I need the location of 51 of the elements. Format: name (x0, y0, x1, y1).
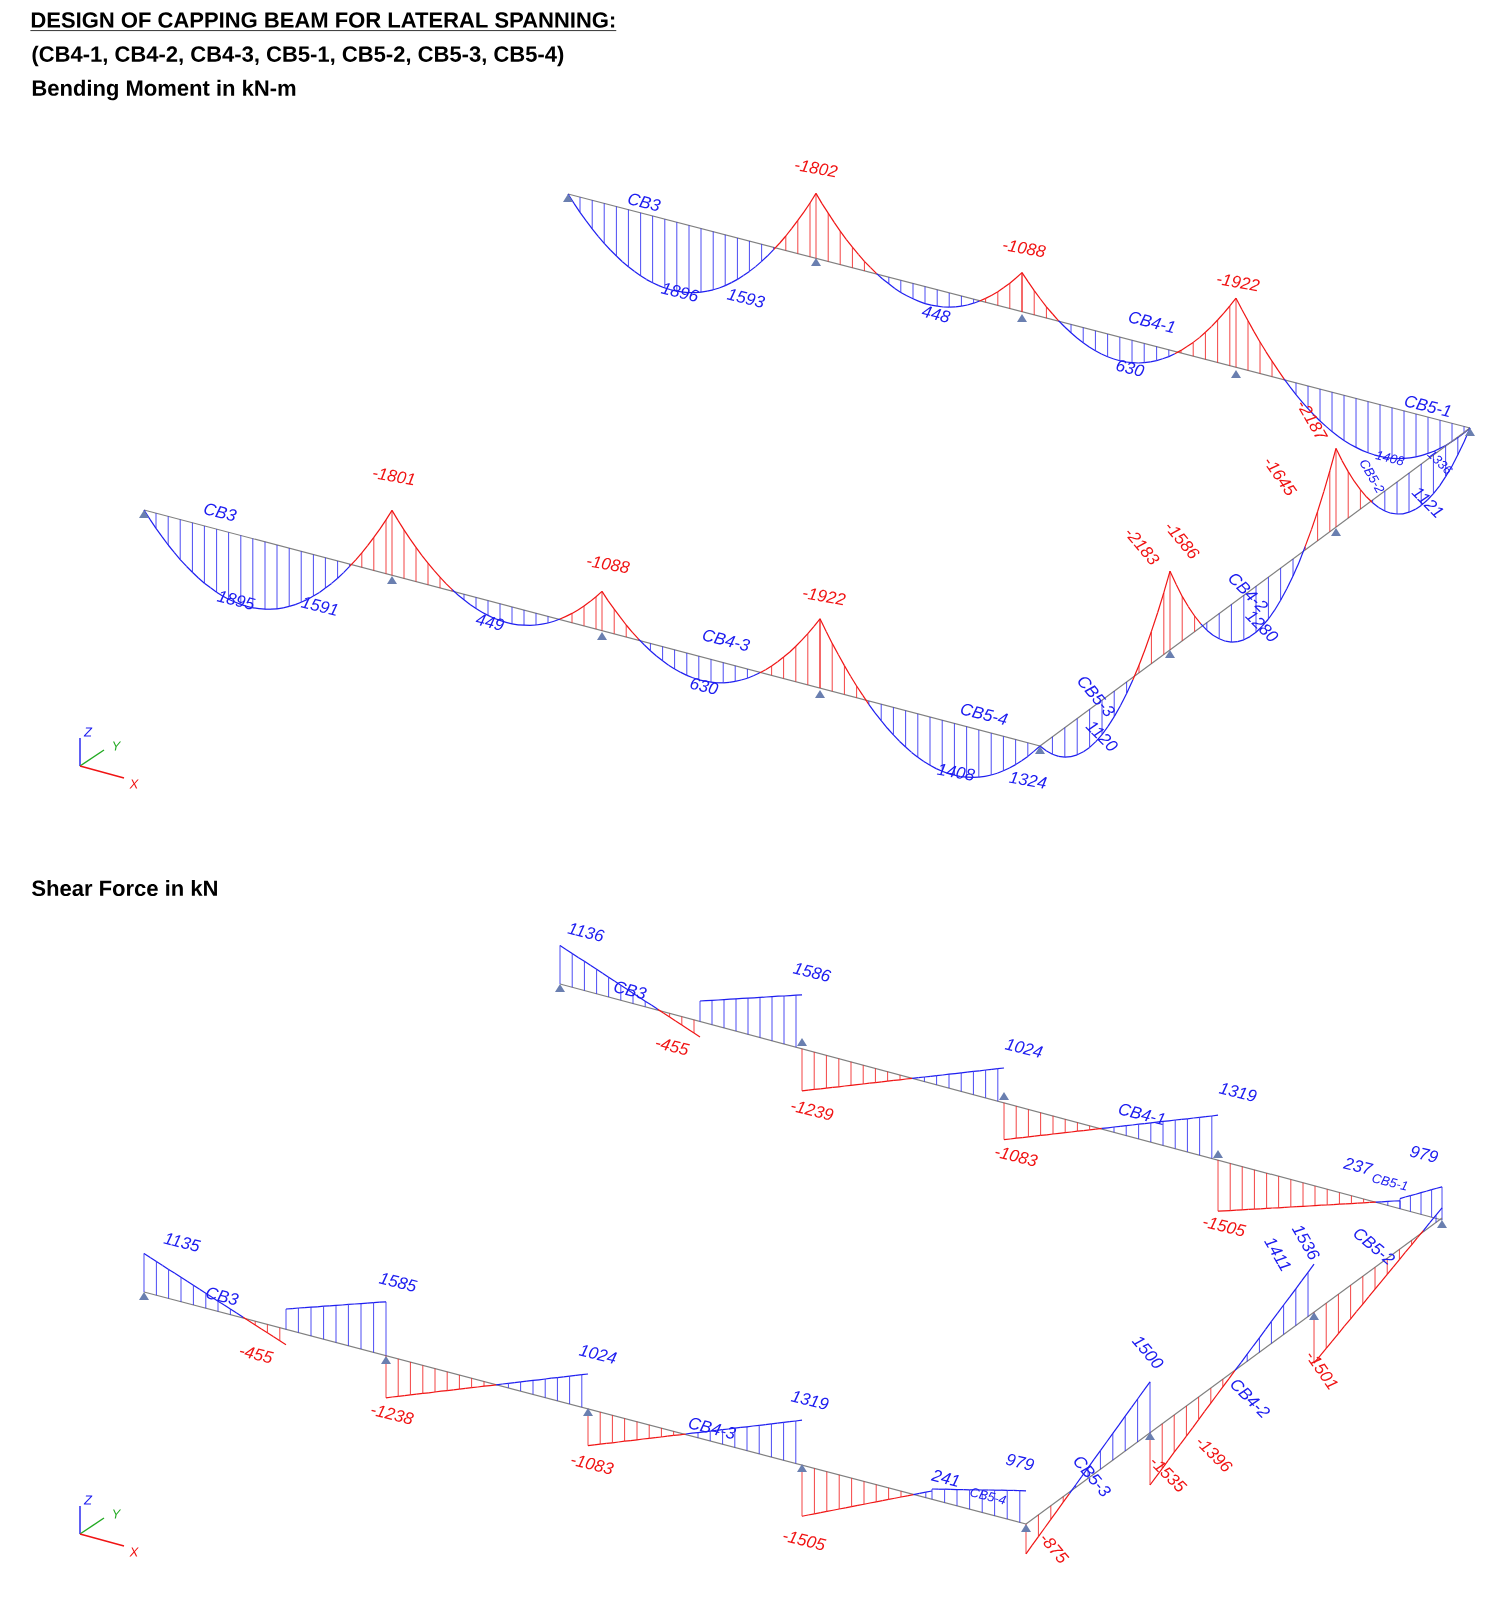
value-label: -455 (239, 1347, 274, 1363)
value-label: -875 (1042, 1536, 1070, 1563)
value-label: 1896 (660, 283, 700, 302)
value-label: 630 (1116, 360, 1145, 377)
value-label: -1088 (587, 556, 630, 573)
value-label: -455 (655, 1039, 690, 1055)
member-label: CB4-1 (1129, 312, 1175, 334)
value-label: -1083 (995, 1147, 1038, 1167)
value-label: 1593 (726, 289, 766, 308)
value-label: -1922 (803, 588, 846, 606)
value-label: -1239 (791, 1101, 834, 1120)
member-label: CB4-3 (689, 1418, 737, 1439)
value-label: 1135 (163, 1233, 202, 1252)
member-label: CB5-4 (961, 704, 1009, 725)
title: DESIGN OF CAPPING BEAM FOR LATERAL SPANNING: (30, 12, 617, 31)
value-label: 1408 (936, 764, 976, 781)
value-label: 448 (921, 306, 951, 323)
section-heading: (CB4-1, CB4-2, CB4-3, CB5-1, CB5-2, CB5-3, CB5-4) (32, 45, 564, 67)
member-label: CB5-1 (1405, 396, 1451, 418)
section-heading: Bending Moment in kN-m (32, 79, 296, 101)
value-label: -1801 (373, 468, 415, 486)
member-label: CB3 (204, 503, 237, 521)
value-label: 1319 (1218, 1083, 1257, 1102)
value-label: 1319 (790, 1391, 829, 1410)
value-label: 1586 (792, 963, 832, 982)
member-label: CB3 (206, 1287, 239, 1305)
value-label: 1136 (567, 923, 605, 942)
value-label: 979 (1409, 1146, 1439, 1162)
value-label: 449 (475, 614, 505, 630)
member-label: CB4-1 (1119, 1104, 1165, 1126)
value-label: 1024 (1004, 1039, 1044, 1058)
value-label: 241 (930, 1470, 959, 1487)
section-heading: Shear Force in kN (32, 879, 217, 897)
value-label: -1088 (1003, 240, 1046, 257)
value-label: -1922 (1217, 274, 1260, 292)
value-label: -1505 (783, 1531, 827, 1551)
value-label: -1505 (1203, 1217, 1247, 1237)
value-label: 979 (1005, 1454, 1035, 1470)
value-label: 1024 (578, 1345, 618, 1364)
value-label: 1585 (378, 1273, 418, 1292)
value-label: -1802 (795, 160, 838, 178)
value-label: 630 (690, 678, 719, 695)
member-label: CB3 (628, 193, 661, 211)
value-label: -1238 (371, 1405, 414, 1425)
value-label: 1324 (1008, 772, 1047, 789)
value-label: -1083 (571, 1455, 614, 1475)
value-label: 1591 (300, 597, 338, 616)
member-label: CB3 (614, 981, 647, 999)
value-label: 237 (1342, 1158, 1374, 1174)
member-label: CB4-3 (703, 630, 751, 651)
value-label: 1895 (216, 591, 256, 610)
